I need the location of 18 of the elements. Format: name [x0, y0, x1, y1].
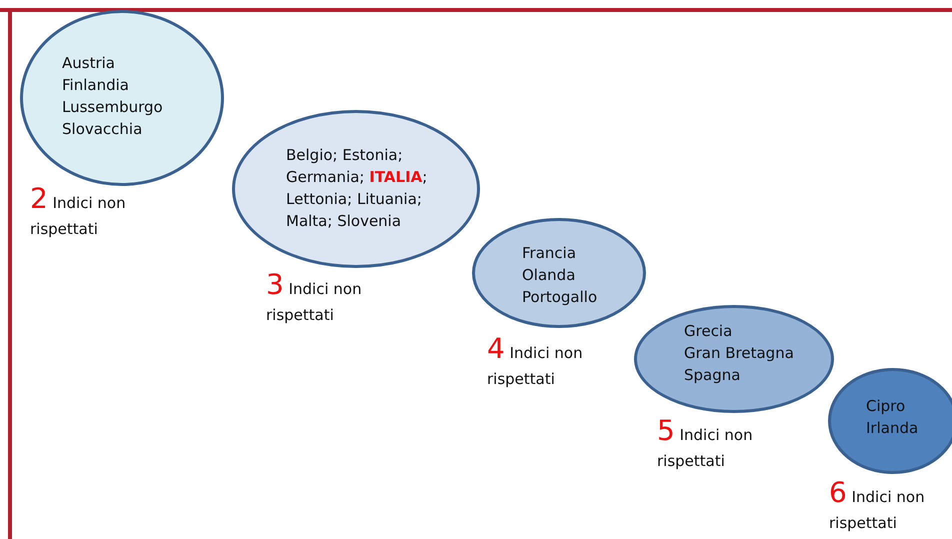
- node-text: Portogallo: [522, 287, 598, 308]
- node-text: Olanda: [522, 265, 576, 286]
- node-text: Slovacchia: [62, 119, 144, 140]
- node-text: Spagna: [684, 365, 742, 386]
- caption-text: 6 Indici non rispettati: [829, 480, 926, 534]
- node-text: Cipro: [866, 396, 906, 417]
- node-text: Gran Bretagna: [684, 343, 795, 364]
- caption-text: 3 Indici non rispettati: [266, 272, 363, 326]
- node-text: Francia: [522, 243, 578, 264]
- node-text: Austria: [62, 53, 116, 74]
- node-text: Lussemburgo: [62, 97, 164, 118]
- node-text: Finlandia: [62, 75, 130, 96]
- caption-text: 2 Indici non rispettati: [30, 186, 127, 240]
- caption-text: 4 Indici non rispettati: [487, 336, 584, 390]
- caption-text: 5 Indici non rispettati: [657, 418, 754, 472]
- node-text: Grecia: [684, 321, 734, 342]
- node-text: Belgio; Estonia; Germania; ITALIA; Lettonia; Lituania; Malta; Slovenia: [286, 145, 428, 232]
- node-text: Irlanda: [866, 418, 920, 439]
